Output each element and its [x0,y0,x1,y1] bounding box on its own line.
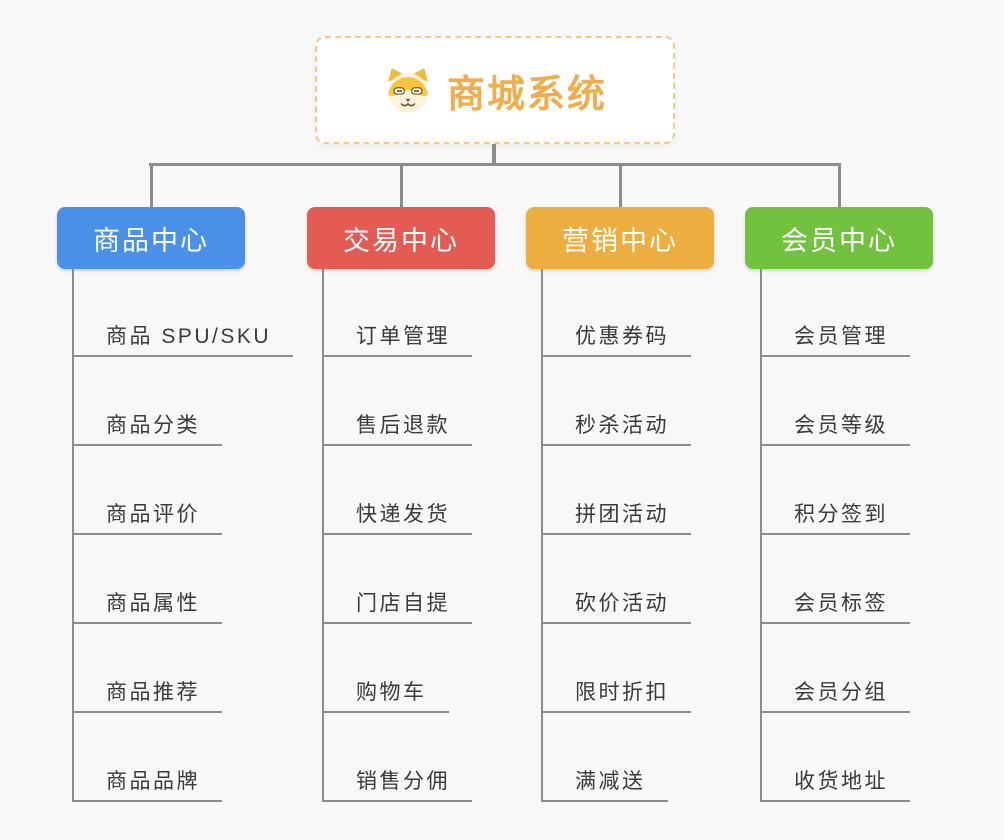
branch-column-line [760,269,762,802]
leaf-topic[interactable]: 商品推荐 [72,673,222,713]
leaf-topic-label: 优惠券码 [575,325,669,348]
leaf-topic[interactable]: 积分签到 [760,495,910,535]
leaf-topic[interactable]: 会员等级 [760,406,910,446]
branch-header-3[interactable]: 营销中心 [526,207,714,269]
root-connector-stub [492,144,496,164]
leaf-topic[interactable]: 优惠券码 [541,317,691,357]
leaf-topic[interactable]: 砍价活动 [541,584,691,624]
leaf-topic-label: 积分签到 [794,503,888,526]
leaf-topic-label: 会员管理 [794,325,888,348]
leaf-topic-label: 砍价活动 [575,592,669,615]
branch-header-4[interactable]: 会员中心 [745,207,933,269]
branch-drop-connector [399,163,403,207]
leaf-topic-label: 收货地址 [794,770,888,793]
leaf-topic[interactable]: 快递发货 [322,495,472,535]
leaf-topic[interactable]: 满减送 [541,762,668,802]
leaf-topic[interactable]: 商品分类 [72,406,222,446]
leaf-topic-label: 商品评价 [106,503,200,526]
leaf-topic[interactable]: 商品 SPU/SKU [72,317,294,357]
leaf-topic-label: 购物车 [356,681,427,704]
branch-column-line [322,269,324,802]
branch-drop-connector [837,163,841,207]
branch-column-line [72,269,74,802]
leaf-topic[interactable]: 会员标签 [760,584,910,624]
leaf-topic-label: 满减送 [575,770,646,793]
branch-header-label: 会员中心 [781,225,897,256]
leaf-topic[interactable]: 门店自提 [322,584,472,624]
leaf-topic[interactable]: 商品属性 [72,584,222,624]
leaf-topic-label: 会员标签 [794,592,888,615]
leaf-topic[interactable]: 会员管理 [760,317,910,357]
shiba-dog-icon [388,67,428,113]
leaf-topic-label: 商品品牌 [106,770,200,793]
leaf-topic[interactable]: 售后退款 [322,406,472,446]
leaf-topic-label: 商品 SPU/SKU [106,325,272,348]
leaf-topic[interactable]: 收货地址 [760,762,910,802]
leaf-topic[interactable]: 销售分佣 [322,762,472,802]
leaf-topic-label: 商品分类 [106,414,200,437]
leaf-topic-label: 限时折扣 [575,681,669,704]
branch-header-label: 交易中心 [343,225,459,256]
branch-header-1[interactable]: 商品中心 [57,207,245,269]
leaf-topic-label: 会员分组 [794,681,888,704]
leaf-topic[interactable]: 购物车 [322,673,449,713]
leaf-topic-label: 售后退款 [356,414,450,437]
tree-horizontal-connector [149,163,841,166]
leaf-topic-label: 商品属性 [106,592,200,615]
leaf-topic[interactable]: 会员分组 [760,673,910,713]
leaf-topic-label: 秒杀活动 [575,414,669,437]
leaf-topic[interactable]: 商品评价 [72,495,222,535]
leaf-topic-label: 会员等级 [794,414,888,437]
leaf-topic[interactable]: 限时折扣 [541,673,691,713]
root-topic[interactable]: 商城系统 [315,36,675,144]
leaf-topic-label: 订单管理 [356,325,450,348]
leaf-topic-label: 拼团活动 [575,503,669,526]
leaf-topic-label: 门店自提 [356,592,450,615]
root-topic-label: 商城系统 [446,73,607,116]
leaf-topic-label: 商品推荐 [106,681,200,704]
leaf-topic-label: 销售分佣 [356,770,450,793]
leaf-topic[interactable]: 订单管理 [322,317,472,357]
leaf-topic[interactable]: 秒杀活动 [541,406,691,446]
leaf-topic[interactable]: 商品品牌 [72,762,222,802]
branch-column-line [541,269,543,802]
branch-header-label: 商品中心 [93,225,209,256]
branch-drop-connector [618,163,622,207]
leaf-topic-label: 快递发货 [356,503,450,526]
branch-header-label: 营销中心 [562,225,678,256]
branch-drop-connector [149,163,153,207]
leaf-topic[interactable]: 拼团活动 [541,495,691,535]
branch-header-2[interactable]: 交易中心 [307,207,495,269]
